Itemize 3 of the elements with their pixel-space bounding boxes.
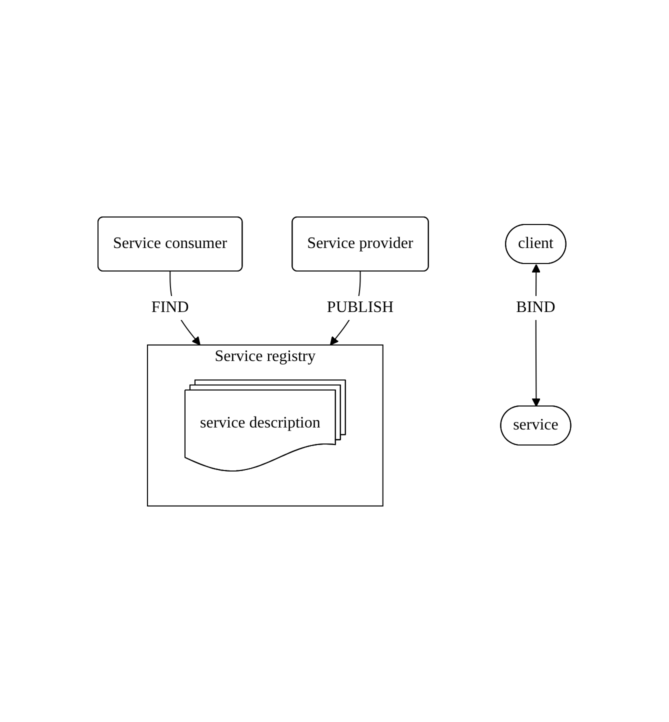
edge-label: BIND	[516, 298, 556, 316]
edge-label: FIND	[152, 298, 189, 316]
edge-label: PUBLISH	[327, 298, 394, 316]
